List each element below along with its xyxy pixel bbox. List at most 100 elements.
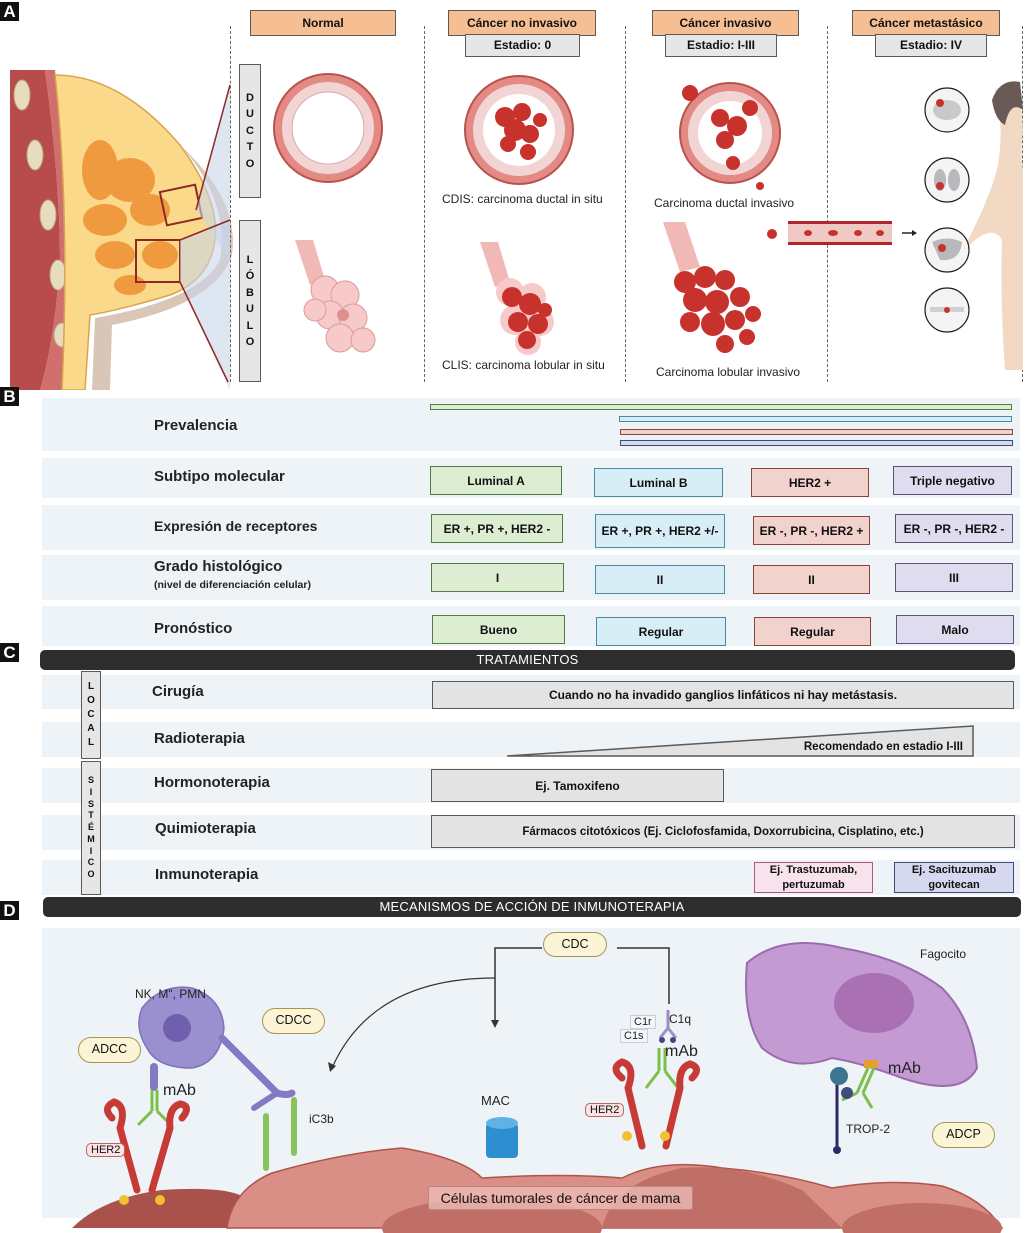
- local-letter: L: [87, 681, 95, 692]
- lobulo-letter: Ó: [245, 270, 255, 282]
- caption-invasive-lobular: Carcinoma lobular invasivo: [656, 365, 801, 379]
- section-header-tratamientos: TRATAMIENTOS: [40, 650, 1015, 670]
- systemic-letter: É: [87, 822, 94, 833]
- cell-receptor-her2: ER -, PR -, HER2 +: [753, 516, 870, 545]
- stage-number-metastatic: Estadio: IV: [875, 34, 987, 57]
- stage-title-normal: Normal: [250, 10, 396, 36]
- systemic-letter: S: [87, 798, 94, 809]
- local-letter: O: [87, 695, 95, 706]
- row-label-prevalencia: Prevalencia: [154, 417, 238, 434]
- stage-divider: [827, 26, 828, 382]
- cell-receptor-luminal-b: ER +, PR +, HER2 +/-: [595, 514, 725, 548]
- label-fagocito: Fagocito: [920, 947, 967, 961]
- lobulo-letter: O: [245, 336, 255, 348]
- panel-label-d: D: [0, 901, 19, 920]
- local-letter: C: [87, 709, 95, 720]
- row-label-cirugia: Cirugía: [152, 683, 204, 700]
- label-mac: MAC: [481, 1093, 510, 1108]
- panel-label-a: A: [0, 2, 19, 21]
- row-label-quimioterapia: Quimioterapia: [155, 820, 256, 837]
- row-label-grado: Grado histológico: [154, 558, 283, 575]
- caption-invasive-ductal: Carcinoma ductal invasivo: [654, 196, 795, 210]
- treatment-cirugia: Cuando no ha invadido ganglios linfático…: [432, 681, 1014, 709]
- panel-label-b: B: [0, 387, 19, 406]
- cell-subtype-her2: HER2 +: [751, 468, 869, 497]
- mechanism-adcp: ADCP: [932, 1122, 995, 1148]
- label-mab-adcp: mAb: [888, 1060, 921, 1077]
- systemic-letter: M: [87, 833, 95, 844]
- prevalence-bar-her2: [620, 429, 1013, 435]
- stage-number-invasive: Estadio: I-III: [665, 34, 777, 57]
- label-effector-cells: NK, M", PMN: [135, 987, 206, 1001]
- row-label-radioterapia: Radioterapia: [154, 730, 245, 747]
- label-trop2: TROP-2: [846, 1122, 891, 1136]
- clis-illustration: [480, 242, 554, 355]
- ducto-letter: C: [246, 124, 254, 137]
- treatment-inmunoterapia-her2: Ej. Trastuzumab, pertuzumab: [754, 862, 873, 893]
- label-mab-cdc: mAb: [665, 1043, 698, 1060]
- section-header-mecanismos: MECANISMOS DE ACCIÓN DE INMUNOTERAPIA: [43, 897, 1021, 917]
- stage-title-invasive: Cáncer invasivo: [652, 10, 799, 36]
- cell-grade-luminal-a: I: [431, 563, 564, 592]
- label-her2-left: HER2: [86, 1143, 126, 1157]
- metastasis-body-illustration: [924, 81, 1023, 370]
- label-mab-adcc: mAb: [163, 1082, 196, 1099]
- label-c1s: C1s: [620, 1029, 648, 1043]
- cell-receptor-triple-negative: ER -, PR -, HER2 -: [895, 514, 1013, 543]
- row-label-inmunoterapia: Inmunoterapia: [155, 866, 259, 883]
- systemic-letter: O: [87, 868, 95, 879]
- mechanism-adcc: ADCC: [78, 1037, 141, 1063]
- ducto-letter: U: [246, 108, 254, 121]
- treatment-hormonoterapia: Ej. Tamoxifeno: [431, 769, 724, 802]
- cell-receptor-luminal-a: ER +, PR +, HER2 -: [431, 514, 563, 543]
- lobulo-letter: B: [246, 286, 254, 299]
- cell-prognosis-luminal-a: Bueno: [432, 615, 565, 644]
- label-c1q: C1q: [669, 1012, 692, 1026]
- label-c1r: C1r: [630, 1015, 656, 1029]
- cell-grade-triple-negative: III: [895, 563, 1013, 592]
- radiotherapy-wedge: [506, 725, 974, 757]
- prevalence-bar-luminal-b: [619, 416, 1012, 422]
- stage-divider: [424, 26, 425, 382]
- cell-subtype-triple-negative: Triple negativo: [893, 466, 1012, 495]
- label-ic3b: iC3b: [309, 1112, 334, 1126]
- systemic-letter: T: [88, 810, 94, 821]
- ducto-letter: T: [246, 141, 254, 154]
- cell-prognosis-her2: Regular: [754, 617, 871, 646]
- invasive-ductal-illustration: [679, 82, 781, 190]
- label-tumor-cells: Células tumorales de cáncer de mama: [428, 1186, 693, 1210]
- caption-cdis: CDIS: carcinoma ductal in situ: [442, 192, 603, 206]
- prevalence-bar-luminal-a: [430, 404, 1012, 410]
- lobulo-letter: L: [246, 319, 254, 332]
- caption-clis: CLIS: carcinoma lobular in situ: [442, 358, 605, 372]
- cell-subtype-luminal-a: Luminal A: [430, 466, 562, 495]
- mechanism-cdc: CDC: [543, 932, 607, 957]
- mechanism-cdcc: CDCC: [262, 1008, 325, 1034]
- systemic-letter: C: [87, 857, 95, 868]
- cdis-illustration: [464, 75, 574, 185]
- row-label-subtipo: Subtipo molecular: [154, 468, 285, 485]
- systemic-letter: S: [87, 775, 94, 786]
- local-letter: A: [87, 723, 95, 734]
- treatment-radioterapia: Recomendado en estadio I-III: [803, 741, 963, 753]
- cell-grade-her2: II: [753, 565, 870, 594]
- ducto-letter: D: [246, 91, 254, 104]
- cell-subtype-luminal-b: Luminal B: [594, 468, 723, 497]
- row-sublabel-grado: (nivel de diferenciación celular): [154, 579, 311, 591]
- lobulo-letter: L: [246, 253, 254, 266]
- panel-label-c: C: [0, 643, 19, 662]
- cell-prognosis-luminal-b: Regular: [596, 617, 726, 646]
- local-letter: L: [87, 737, 95, 748]
- normal-lobule-illustration: [295, 240, 376, 353]
- stage-divider: [625, 26, 626, 382]
- cell-prognosis-triple-negative: Malo: [896, 615, 1014, 644]
- treatment-inmunoterapia-triple-negative: Ej. Sacituzumab govitecan: [894, 862, 1014, 893]
- row-label-pronostico: Pronóstico: [154, 620, 233, 637]
- stage-title-metastatic: Cáncer metastásico: [852, 10, 1000, 36]
- prevalence-bar-triple-negative: [620, 440, 1013, 446]
- treatment-quimioterapia: Fármacos citotóxicos (Ej. Ciclofosfamida…: [431, 815, 1015, 848]
